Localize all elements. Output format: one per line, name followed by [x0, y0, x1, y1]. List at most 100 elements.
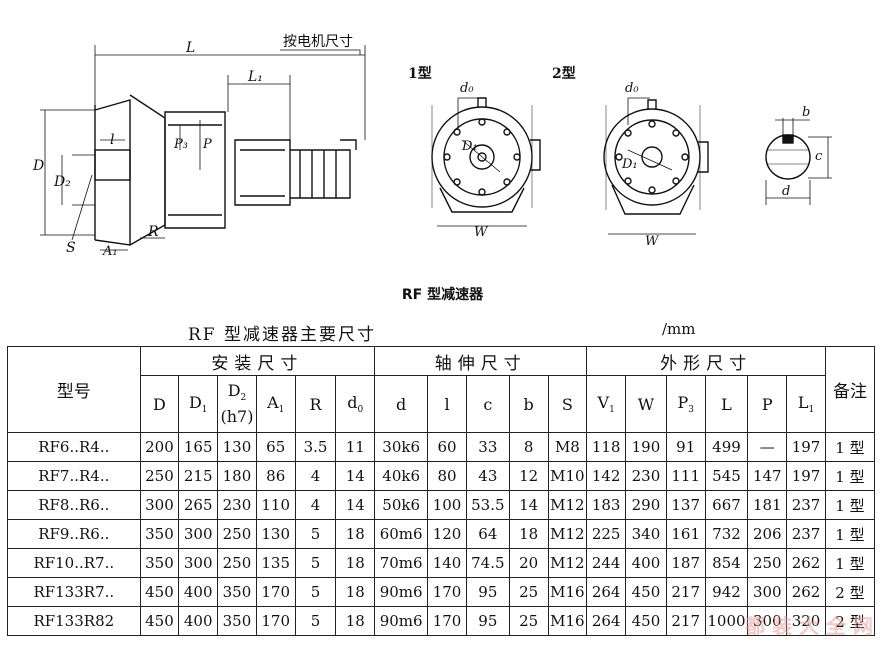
table-cell: 230	[625, 461, 667, 491]
model-cell: RF10..R7..	[7, 548, 141, 578]
table-cell: 181	[747, 490, 788, 520]
table-cell: 95	[465, 606, 510, 636]
label-R: R	[147, 224, 159, 240]
table-cell: 300	[139, 490, 180, 520]
table-cell: M10	[547, 461, 588, 491]
table-cell: 130	[255, 519, 296, 549]
table-cell: 18	[335, 548, 376, 578]
table-cell: M16	[547, 606, 588, 636]
col-c: c	[465, 375, 510, 433]
table-cell: 350	[217, 577, 257, 607]
table-cell: 237	[786, 490, 826, 520]
label-D2: D₂	[53, 174, 71, 190]
table-cell: M12	[547, 548, 588, 578]
table-cell: 100	[427, 490, 467, 520]
table-cell: 262	[786, 548, 826, 578]
table-cell: 86	[255, 461, 296, 491]
col-l: l	[427, 375, 467, 433]
table-cell: 30k6	[374, 432, 429, 462]
table-cell: M12	[547, 490, 588, 520]
model-cell: RF7..R4..	[7, 461, 141, 491]
col-b: b	[508, 375, 549, 433]
table-cell: 18	[335, 577, 376, 607]
table-cell: 400	[178, 606, 219, 636]
col-L: L	[704, 375, 749, 433]
table-cell: 140	[427, 548, 467, 578]
table-cell: 300	[178, 519, 219, 549]
col-d: d	[374, 375, 429, 433]
table-unit: /mm	[662, 320, 696, 338]
table-cell: 400	[625, 548, 667, 578]
table-cell: 74.5	[465, 548, 510, 578]
table-cell: 90m6	[374, 606, 429, 636]
table-cell: 4	[294, 461, 337, 491]
table-cell: 165	[178, 432, 219, 462]
table-cell: 215	[178, 461, 219, 491]
table-cell: 161	[665, 519, 706, 549]
table-cell: 230	[217, 490, 257, 520]
table-cell: 206	[747, 519, 788, 549]
model-cell: RF133R7..	[7, 577, 141, 607]
label-motor-note: 按电机尺寸	[283, 34, 353, 50]
table-cell: 14	[335, 490, 376, 520]
table-cell: 187	[665, 548, 706, 578]
table-cell: 1 型	[824, 519, 876, 549]
table-title: RF 型减速器主要尺寸	[188, 325, 376, 345]
table-cell: 942	[704, 577, 749, 607]
table-cell: 183	[586, 490, 627, 520]
table-cell: 53.5	[465, 490, 510, 520]
label-b: b	[802, 105, 810, 120]
table-cell: 290	[625, 490, 667, 520]
watermark: 都 装 大 全 网	[745, 614, 873, 638]
label-l: l	[110, 132, 114, 148]
table-cell: 135	[255, 548, 296, 578]
type2-front-view	[603, 97, 709, 235]
table-cell: 450	[625, 577, 667, 607]
table-cell: M12	[547, 519, 588, 549]
table-cell: 320	[786, 606, 826, 636]
label-c: c	[815, 149, 823, 164]
col-L1: L1	[786, 375, 826, 433]
table-cell: 14	[335, 461, 376, 491]
table-cell: 142	[586, 461, 627, 491]
table-cell: 197	[786, 432, 826, 462]
table-cell: 244	[586, 548, 627, 578]
table-cell: 5	[294, 606, 337, 636]
label-L: L	[185, 40, 195, 56]
table-cell: 5	[294, 548, 337, 578]
table-cell: 8	[508, 432, 549, 462]
table-cell: M8	[547, 432, 588, 462]
label-S: S	[66, 240, 76, 256]
table-cell: 190	[625, 432, 667, 462]
table-cell: 250	[139, 461, 180, 491]
table-cell: 350	[139, 519, 180, 549]
table-cell: 450	[139, 577, 180, 607]
model-cell: RF133R82	[7, 606, 141, 636]
table-cell: —	[747, 432, 788, 462]
table-cell: 450	[625, 606, 667, 636]
table-cell: 217	[665, 577, 706, 607]
table-cell: 130	[217, 432, 257, 462]
table-cell: 250	[747, 548, 788, 578]
col-P3: P3	[665, 375, 706, 433]
table-cell: 300	[178, 548, 219, 578]
table-cell: 90m6	[374, 577, 429, 607]
model-cell: RF9..R6..	[7, 519, 141, 549]
table-cell: 340	[625, 519, 667, 549]
table-cell: 217	[665, 606, 706, 636]
table-cell: 2 型	[824, 577, 876, 607]
model-cell: RF8..R6..	[7, 490, 141, 520]
table-cell: 80	[427, 461, 467, 491]
type1-front-view	[431, 97, 541, 227]
label-L1: L₁	[247, 69, 263, 85]
col-D1: D1	[178, 375, 219, 433]
table-cell: 120	[427, 519, 467, 549]
table-cell: 300	[747, 606, 788, 636]
table-cell: 180	[217, 461, 257, 491]
table-cell: 854	[704, 548, 749, 578]
label-P: P	[202, 137, 212, 152]
